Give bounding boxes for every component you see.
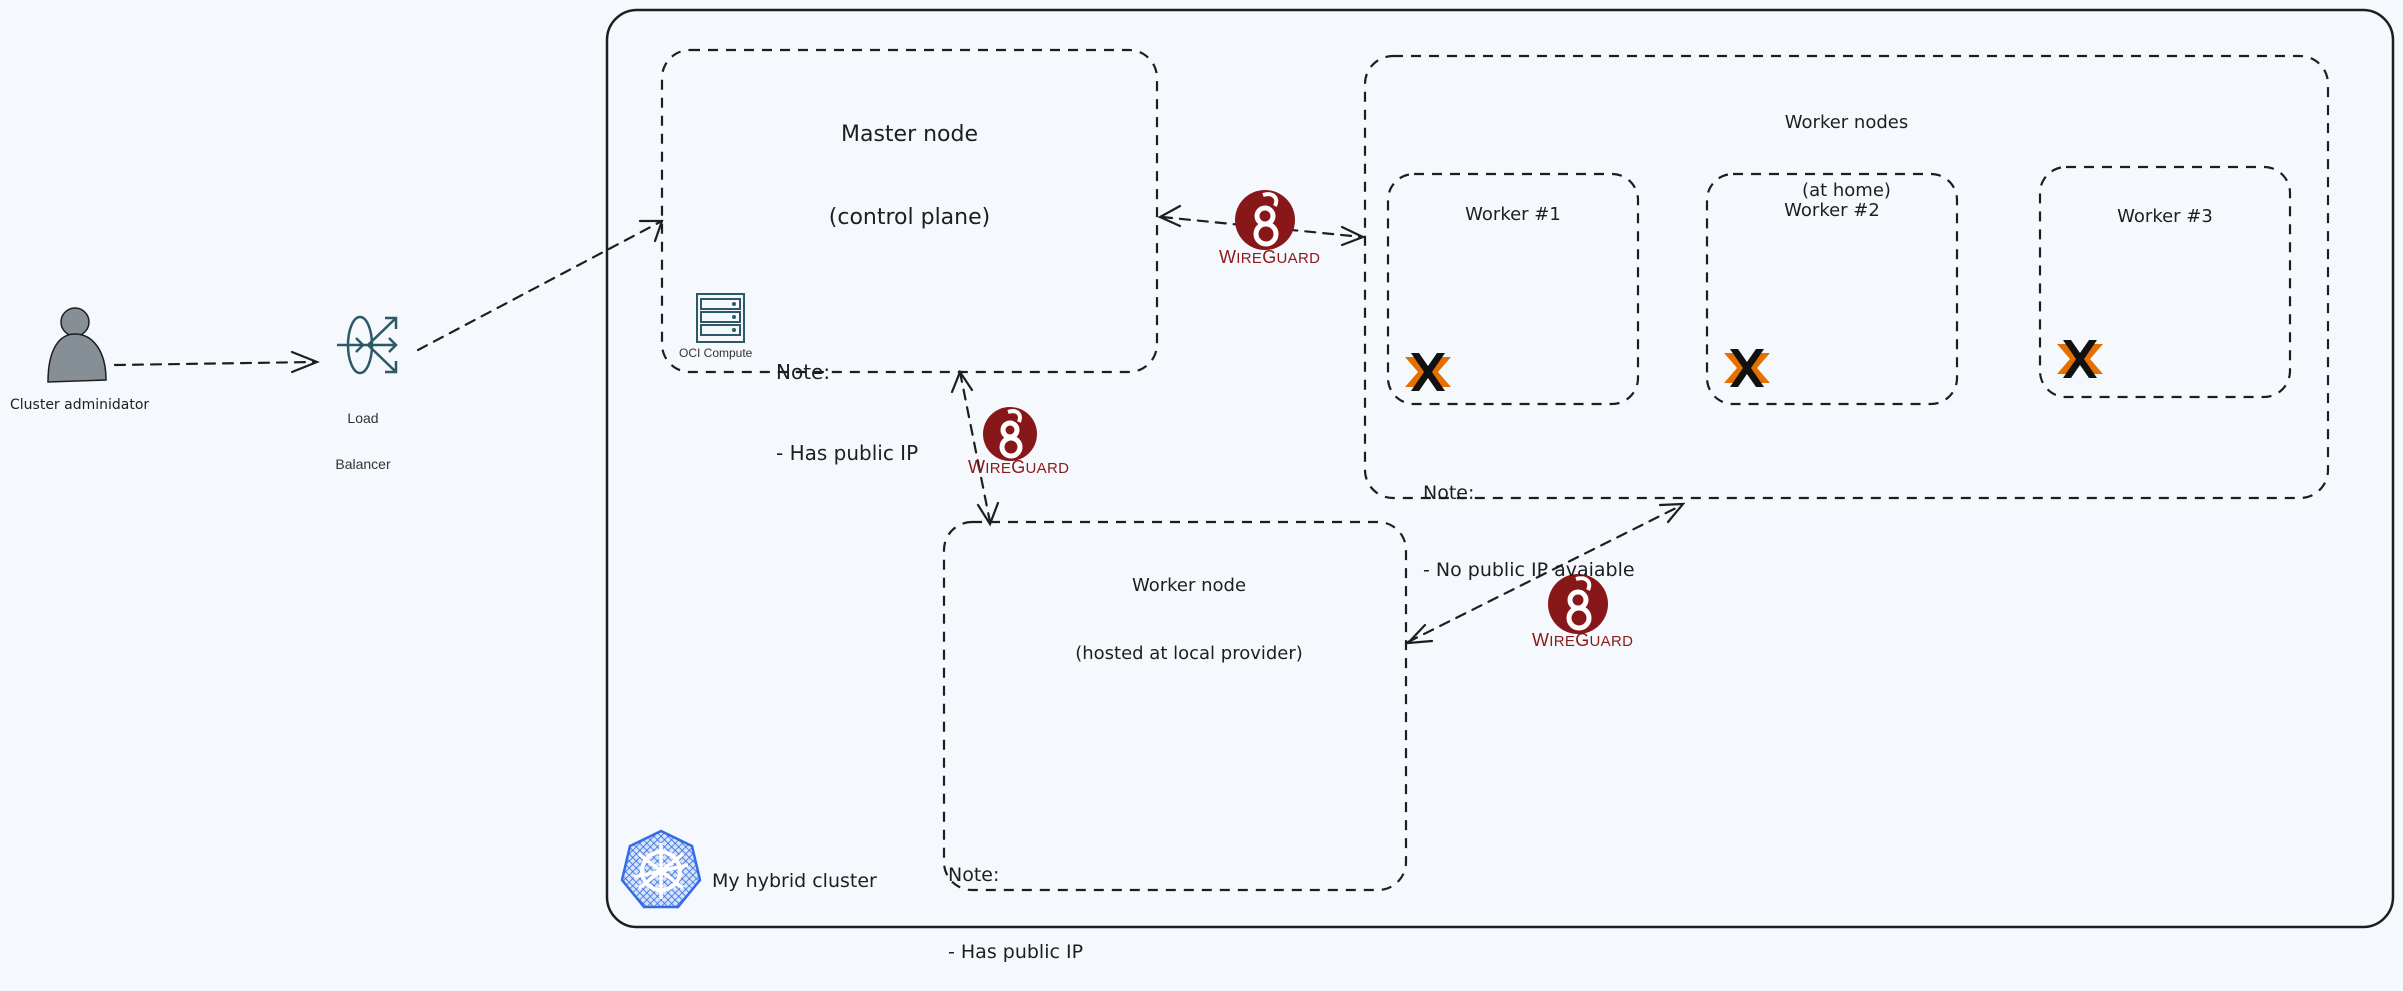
proxmox-icon <box>1724 349 1770 387</box>
oci-compute-label: OCI Compute <box>679 346 753 360</box>
worker-node-provider-title: Worker node (hosted at local provider) <box>944 530 1434 688</box>
master-node-note-line: - Has public IP <box>776 441 919 465</box>
worker-nodes-home-note-title: Note: <box>1423 482 1475 505</box>
cluster-title: My hybrid cluster <box>712 870 877 892</box>
worker-node-provider-title-line-1: Worker node <box>1131 575 1247 596</box>
worker-1-box[interactable] <box>1386 172 1640 406</box>
worker-3-box[interactable] <box>2038 165 2292 399</box>
load-balancer-icon[interactable] <box>337 315 398 375</box>
proxmox-icon <box>1405 353 1451 391</box>
master-node-note-title: Note: <box>776 360 831 384</box>
worker-1-label: Worker #1 <box>1465 204 1561 225</box>
diagram-canvas <box>47 8 2395 929</box>
worker-node-provider-title-line-2: (hosted at local provider) <box>1075 642 1303 664</box>
load-balancer-label: Load Balancer <box>318 380 408 488</box>
arrow-provider-to-home-workers <box>1405 502 1686 645</box>
user-icon[interactable] <box>47 307 107 383</box>
master-node-title-line-1: Master node <box>840 122 979 147</box>
worker-nodes-home-title-line-1: Worker nodes <box>1784 112 1909 133</box>
arrow-master-to-provider-worker <box>950 369 1000 527</box>
wireguard-wordmark: WIREGUARD <box>1219 247 1321 267</box>
master-node-note: Note: - Has public IP <box>776 305 918 494</box>
worker-nodes-home-note-line: - No public IP avaiable <box>1423 559 1635 582</box>
cluster-frame[interactable] <box>605 8 2395 929</box>
master-node-box[interactable] <box>660 48 1159 374</box>
worker-nodes-home-box[interactable] <box>1363 54 2330 500</box>
worker-nodes-home-title: Worker nodes (at home) <box>1365 67 2328 225</box>
master-node-title: Master node (control plane) <box>662 66 1157 259</box>
worker-3-label: Worker #3 <box>2117 206 2213 227</box>
worker-node-provider-note: Note: - Has public IP <box>948 812 1083 991</box>
wireguard-wordmark: WIREGUARD <box>968 457 1070 477</box>
load-balancer-label-line-1: Load <box>347 409 379 426</box>
admin-label: Cluster adminidator <box>10 397 150 413</box>
master-node-title-line-2: (control plane) <box>828 204 991 230</box>
server-icon[interactable] <box>696 293 745 343</box>
wireguard-icon <box>1235 190 1295 250</box>
wireguard-icon <box>983 407 1037 461</box>
proxmox-icon <box>2057 340 2103 378</box>
wireguard-wordmark: WIREGUARD <box>1532 630 1634 650</box>
worker-node-provider-box[interactable] <box>942 520 1408 892</box>
worker-node-provider-note-title: Note: <box>948 864 1000 887</box>
load-balancer-label-line-2: Balancer <box>335 455 391 472</box>
worker-node-provider-note-line: - Has public IP <box>948 941 1084 964</box>
arrow-admin-to-lb <box>113 350 320 374</box>
kubernetes-icon <box>620 829 702 909</box>
wireguard-icon <box>1548 574 1608 634</box>
arrow-lb-to-master <box>416 219 664 352</box>
worker-nodes-home-title-line-2: (at home) <box>1802 179 1891 201</box>
worker-nodes-home-note: Note: - No public IP avaiable <box>1423 430 1635 609</box>
worker-2-label: Worker #2 <box>1784 200 1880 221</box>
worker-2-box[interactable] <box>1705 172 1959 406</box>
